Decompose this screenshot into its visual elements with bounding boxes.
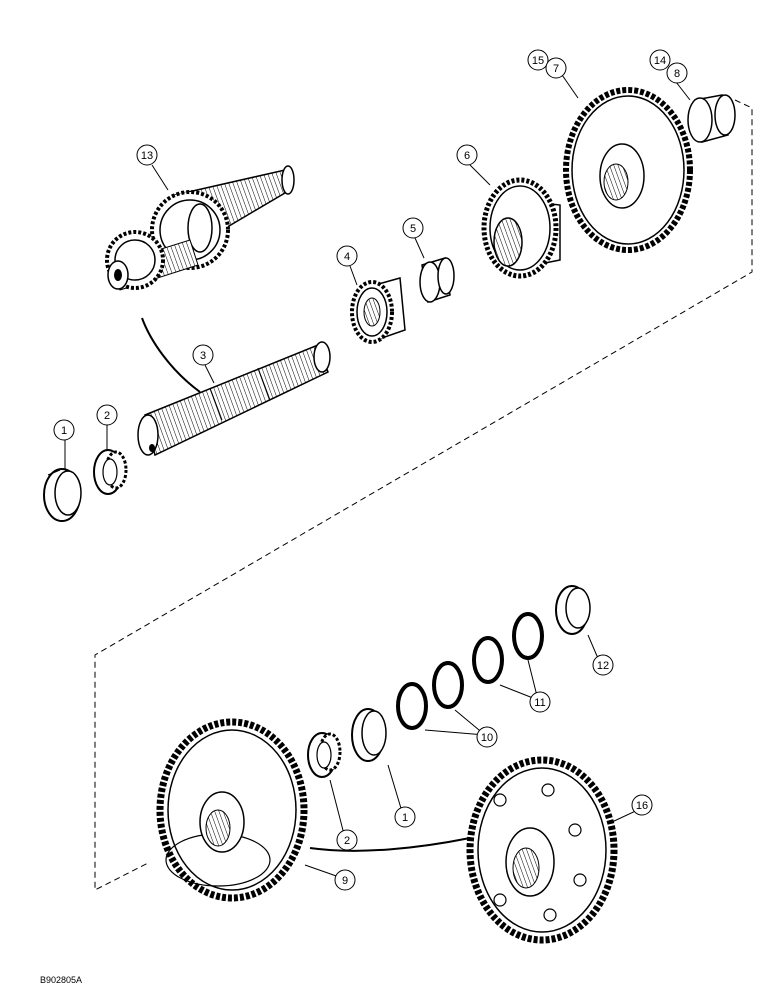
callout-16: 16 xyxy=(631,794,653,816)
bearing-cup-12 xyxy=(555,585,591,635)
callout-2-top: 2 xyxy=(96,404,118,426)
callout-1-top: 1 xyxy=(53,419,75,441)
gear-9 xyxy=(156,718,308,902)
callout-6-label: 6 xyxy=(464,150,470,162)
callout-11-label: 11 xyxy=(534,697,545,709)
shim-10-b xyxy=(396,682,428,730)
gear-16 xyxy=(466,756,618,944)
callout-16-label: 16 xyxy=(636,800,648,812)
callout-14-label: 14 xyxy=(654,55,666,67)
callout-8-label: 8 xyxy=(674,68,680,80)
callout-1-bottom-label: 1 xyxy=(402,812,408,824)
bearing-cone-2-bottom xyxy=(307,732,342,778)
callout-2-top-label: 2 xyxy=(104,410,110,422)
callout-7-label: 7 xyxy=(553,63,559,75)
callout-6: 6 xyxy=(456,144,478,166)
callout-13: 13 xyxy=(136,144,158,166)
callout-5: 5 xyxy=(402,217,424,239)
bearing-cup-1-bottom xyxy=(351,708,387,762)
bushing-8 xyxy=(687,94,736,143)
bearing-cone-2-top xyxy=(93,449,128,495)
callout-5-label: 5 xyxy=(410,223,416,235)
callout-10-label: 10 xyxy=(481,732,493,744)
callout-8: 8 xyxy=(666,62,688,84)
assembly-dashed-line xyxy=(94,99,753,891)
callout-13-label: 13 xyxy=(141,150,153,162)
shim-11-b xyxy=(472,636,504,684)
callout-10: 10 xyxy=(476,726,498,748)
callout-9-label: 9 xyxy=(342,875,348,887)
mainshaft-3 xyxy=(137,341,331,457)
callout-4: 4 xyxy=(336,245,358,267)
gear-6 xyxy=(481,177,561,279)
callout-15: 15 xyxy=(527,49,549,71)
callout-9: 9 xyxy=(334,869,356,891)
callout-15-label: 15 xyxy=(532,55,544,67)
gear-7 xyxy=(563,87,693,253)
shim-10-a xyxy=(432,661,464,709)
callout-2-bottom: 2 xyxy=(336,829,358,851)
gear-4 xyxy=(350,277,406,344)
connector-curve-gears xyxy=(309,837,471,852)
sleeve-5 xyxy=(419,257,455,303)
callout-7: 7 xyxy=(545,57,567,79)
callout-14: 14 xyxy=(649,49,671,71)
callout-12-label: 12 xyxy=(597,660,609,672)
figure-id: B902805A xyxy=(40,975,83,985)
callout-12: 12 xyxy=(592,654,614,676)
bearing-cup-1-top xyxy=(43,468,82,522)
callout-4-label: 4 xyxy=(344,251,350,263)
callout-2-bottom-label: 2 xyxy=(344,835,350,847)
shim-11-a xyxy=(512,612,544,660)
callout-1-top-label: 1 xyxy=(61,425,67,437)
cluster-gear-shaft-13 xyxy=(105,165,295,291)
callout-1-bottom: 1 xyxy=(394,806,416,828)
callout-11: 11 xyxy=(529,691,551,713)
callout-3-label: 3 xyxy=(200,350,206,362)
callout-3: 3 xyxy=(192,344,214,366)
connector-curve-shafts xyxy=(141,317,201,393)
